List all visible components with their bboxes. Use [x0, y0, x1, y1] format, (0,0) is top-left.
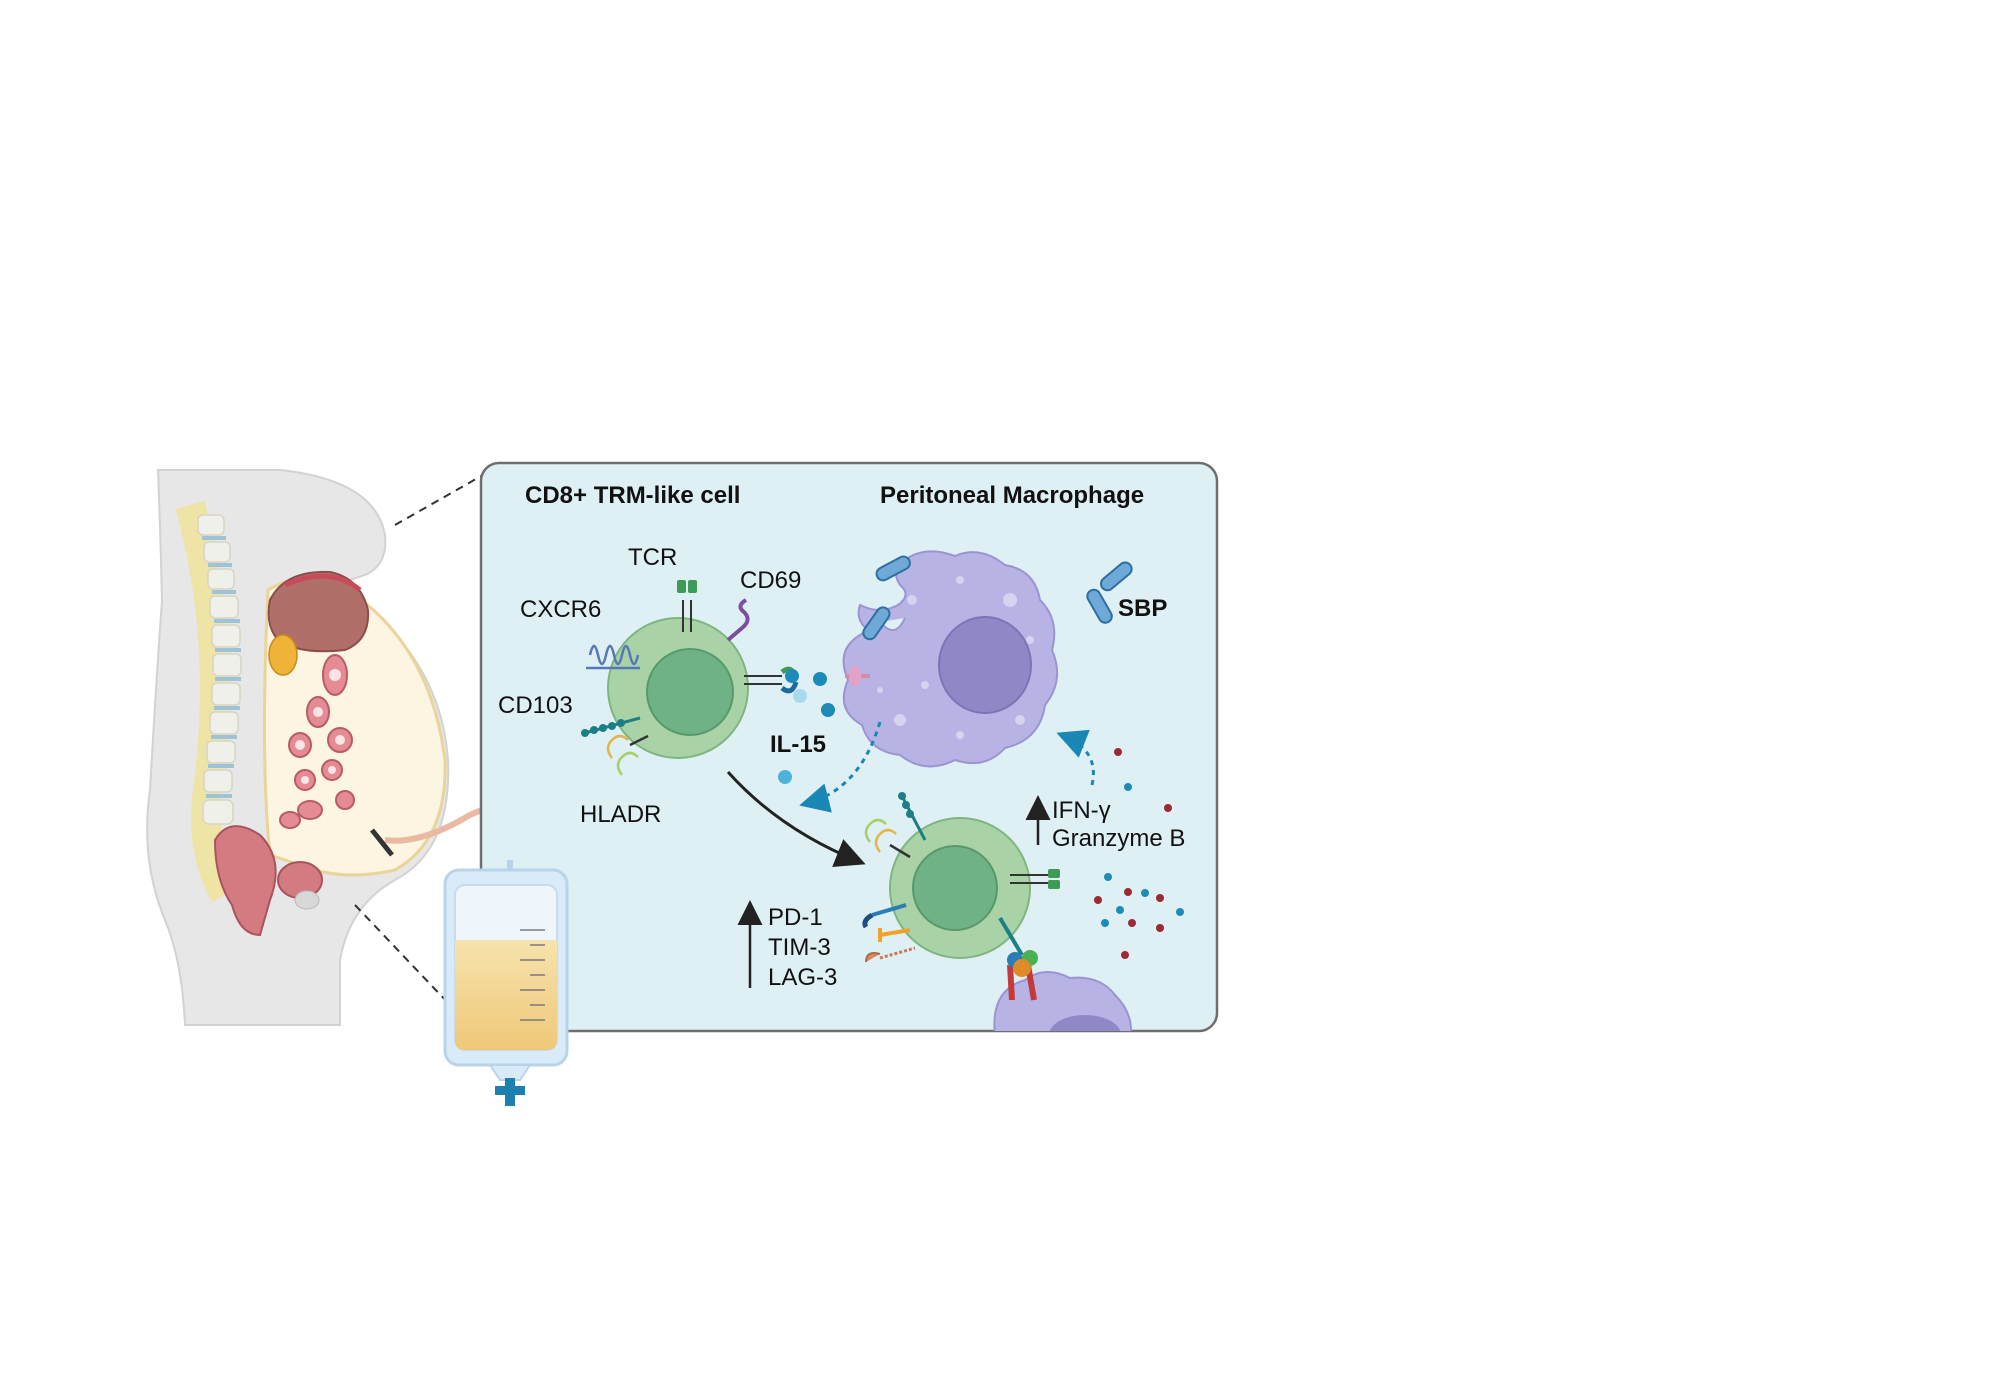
- peritoneal-macrophage: [842, 550, 1059, 768]
- spine: [175, 500, 242, 903]
- lag3-receptor-icon: [865, 946, 916, 963]
- il15-molecules: [778, 669, 835, 784]
- panel-frame: [479, 461, 1219, 1033]
- t-cell-nucleus: [646, 648, 734, 736]
- label-sbp: SBP: [1118, 595, 1167, 622]
- label-il15: IL-15: [770, 731, 826, 758]
- bacteria-group: [862, 555, 1133, 641]
- dialysis-drainage-bag: [443, 860, 569, 1106]
- label-cxcr6: CXCR6: [520, 596, 601, 623]
- cytokine-molecules: [1094, 748, 1184, 959]
- cd103-receptor-icon: [581, 716, 641, 737]
- zoom-panel: CD8+ TRM-like cell Peritoneal Macrophage: [479, 461, 1219, 1033]
- cd69-receptor-icon: [726, 598, 750, 642]
- hladr-receptor-icon: [606, 734, 649, 776]
- drainage-fluid: [455, 940, 557, 1050]
- label-tcr: TCR: [628, 544, 677, 571]
- differentiation-arrow: [726, 770, 866, 868]
- zoom-line-top: [394, 474, 484, 526]
- pelvic-organs: [213, 825, 277, 937]
- tcr-receptor-icon: [677, 580, 697, 632]
- bacterium-icon: [1086, 588, 1113, 624]
- t-cell-2-nucleus: [912, 845, 998, 931]
- macrophage-receptor-icon: [845, 666, 870, 686]
- label-pd1: PD-1: [768, 904, 823, 931]
- label-lag3: LAG-3: [768, 964, 837, 991]
- label-ifn-gamma: IFN-γ: [1052, 797, 1111, 824]
- bacterium-icon: [1100, 561, 1133, 592]
- panel-title-right: Peritoneal Macrophage: [880, 482, 1144, 509]
- abdomen-anatomy-illustration: [146, 469, 513, 1026]
- il15-feedback-arrow: [799, 721, 882, 813]
- cd8-trm-cell: [581, 580, 799, 776]
- macrophage-nucleus: [938, 616, 1032, 714]
- immune-synapse-icon: [998, 916, 1038, 1001]
- pancreas: [268, 634, 298, 676]
- zoom-line-bottom: [354, 904, 451, 1006]
- cytokine-activation-arrow: [1056, 729, 1095, 786]
- hladr-receptor-2-icon: [864, 818, 911, 859]
- tcr-receptor-2-icon: [1010, 869, 1060, 889]
- bacterium-icon: [875, 555, 911, 582]
- bacterium-icon: [862, 606, 891, 641]
- label-tim3: TIM-3: [768, 934, 831, 961]
- label-cd69: CD69: [740, 567, 801, 594]
- label-hladr: HLADR: [580, 801, 661, 828]
- activated-t-cell: [862, 792, 1060, 1001]
- cxcr6-receptor-icon: [586, 644, 640, 670]
- label-granzyme-b: Granzyme B: [1052, 825, 1185, 852]
- pd1-receptor-icon: [862, 903, 907, 929]
- cd103-receptor-2-icon: [898, 792, 927, 841]
- panel-title-left: CD8+ TRM-like cell: [525, 482, 740, 509]
- label-cd103: CD103: [498, 692, 573, 719]
- tim3-receptor-icon: [878, 928, 911, 942]
